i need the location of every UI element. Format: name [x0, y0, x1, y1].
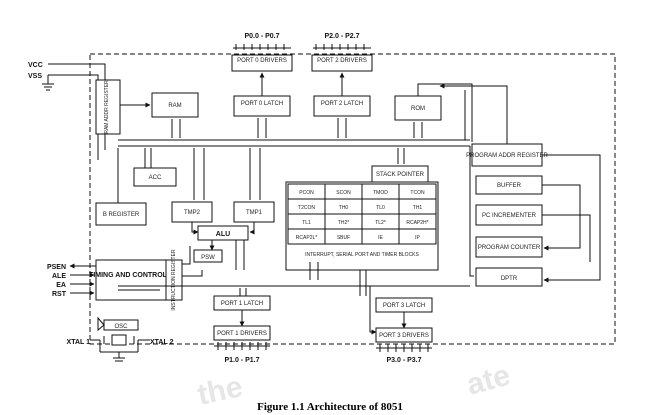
sfr-cell-label: IP — [415, 235, 420, 241]
port2-drivers-block: PORT 2 DRIVERS — [311, 54, 373, 72]
tmp1-block: TMP1 — [233, 201, 275, 223]
sfr-cell-label: TL1 — [302, 220, 311, 226]
p0-pins-label: P0.0 - P0.7 — [244, 33, 279, 40]
tmp2-block: TMP2 — [171, 201, 213, 223]
port3-latch-block: PORT 3 LATCH — [375, 297, 433, 313]
sfr-cell-label: SBUF — [337, 235, 350, 241]
sfr-cell — [398, 228, 437, 245]
vcc-label: VCC — [28, 62, 43, 69]
port0-latch-block: PORT 0 LATCH — [233, 95, 291, 117]
program-addr-register-block: PROGRAM ADDR REGISTER — [466, 143, 549, 167]
port3-drivers-block: PORT 3 DRIVERS — [375, 327, 433, 343]
psw-label: PSW — [201, 255, 215, 261]
port0-pins: P0.0 - P0.7 — [233, 33, 291, 50]
sfr-cell-label: SCON — [336, 190, 351, 196]
port0-drivers-label: PORT 0 DRIVERS — [237, 58, 287, 64]
port3-latch-label: PORT 3 LATCH — [383, 303, 425, 309]
acc-block: ACC — [133, 167, 177, 187]
buffer-block: BUFFER — [475, 175, 543, 195]
p2-pins-label: P2.0 - P2.7 — [324, 33, 359, 40]
p1-pins-label: P1.0 - P1.7 — [224, 357, 259, 364]
sfr-cell-label: PCON — [299, 190, 314, 196]
buffer-label: BUFFER — [497, 183, 522, 189]
sfr-cell-label: TH1 — [413, 205, 423, 211]
timing-control-block: TIMING AND CONTROL — [89, 259, 168, 301]
sfr-caption: INTERRUPT, SERIAL PORT AND TIMER BLOCKS — [305, 252, 419, 258]
port1-drivers-block: PORT 1 DRIVERS — [213, 325, 271, 341]
port0-latch-label: PORT 0 LATCH — [241, 101, 283, 107]
port2-pins: P2.0 - P2.7 — [313, 33, 371, 50]
stack-pointer-label: STACK POINTER — [376, 172, 425, 178]
ram-addr-register-block: RAM ADDR REGISTER — [95, 79, 121, 135]
dptr-block: DPTR — [475, 267, 543, 287]
osc-label: OSC — [114, 324, 128, 330]
tmp2-label: TMP2 — [184, 210, 201, 216]
chip-boundary — [89, 53, 616, 345]
rom-block: ROM — [394, 95, 442, 121]
port2-latch-block: PORT 2 LATCH — [313, 95, 371, 117]
sfr-cell-label: TL2* — [375, 220, 386, 226]
sfr-cell-label: RCAP2L* — [296, 235, 317, 241]
control-pin-label: EA — [56, 282, 66, 289]
port1-drivers-label: PORT 1 DRIVERS — [217, 331, 267, 337]
control-pin-label: PSEN — [47, 264, 66, 271]
port2-drivers-label: PORT 2 DRIVERS — [317, 58, 367, 64]
oscillator: OSC XTAL 1 XTAL 2 — [67, 316, 174, 362]
pc-incrementer-label: PC INCREMENTER — [482, 213, 537, 219]
sfr-cell-label: RCAP2H* — [406, 220, 428, 226]
p3-pins-label: P3.0 - P3.7 — [386, 357, 421, 364]
control-pins: PSEN ALE EA RST — [47, 263, 96, 298]
instruction-register-block: INSTRUCTION REGISTER — [165, 249, 183, 311]
b-register-block: B REGISTER — [95, 202, 147, 226]
port1-pins: P1.0 - P1.7 — [214, 342, 270, 364]
acc-label: ACC — [149, 175, 162, 181]
sfr-cell-label: TH2* — [338, 220, 349, 226]
sfr-cell-label: TCON — [410, 190, 425, 196]
sfr-cell-label: TMOD — [373, 190, 388, 196]
instruction-register-label: INSTRUCTION REGISTER — [171, 249, 177, 311]
port0-drivers-block: PORT 0 DRIVERS — [231, 54, 293, 72]
alu-label: ALU — [216, 231, 230, 238]
figure-caption: Figure 1.1 Architecture of 8051 — [257, 401, 403, 413]
sfr-cell-label: T2CON — [298, 205, 315, 211]
ram-addr-register-label: RAM ADDR REGISTER — [104, 80, 110, 134]
xtal1-label: XTAL 1 — [67, 339, 91, 346]
alu-block: ALU — [197, 225, 249, 241]
program-counter-label: PROGRAM COUNTER — [478, 245, 541, 251]
pc-incrementer-block: PC INCREMENTER — [475, 204, 543, 226]
ram-block: RAM — [151, 92, 199, 118]
port3-drivers-label: PORT 3 DRIVERS — [379, 333, 429, 339]
bus-connectors — [144, 118, 423, 170]
watermark: the — [195, 370, 246, 412]
dptr-label: DPTR — [501, 276, 518, 282]
tmp1-label: TMP1 — [246, 210, 263, 216]
program-addr-register-label: PROGRAM ADDR REGISTER — [466, 153, 548, 159]
port2-latch-label: PORT 2 LATCH — [321, 101, 363, 107]
supply-lines: VCC VSS — [28, 62, 106, 160]
sfr-cell-label: IE — [378, 235, 383, 241]
control-pin-label: RST — [52, 291, 67, 298]
program-counter-block: PROGRAM COUNTER — [475, 236, 543, 258]
control-pin-label: ALE — [52, 273, 66, 280]
xtal2-label: XTAL 2 — [150, 339, 174, 346]
sfr-cell-label: TH0 — [339, 205, 349, 211]
rom-label: ROM — [411, 106, 425, 112]
sfr-cell-label: TL0 — [376, 205, 385, 211]
stack-pointer-block: STACK POINTER — [371, 165, 429, 183]
watermark: ate — [463, 359, 513, 402]
port3-pins: P3.0 - P3.7 — [376, 344, 432, 364]
b-register-label: B REGISTER — [103, 212, 140, 218]
port1-latch-label: PORT 1 LATCH — [221, 301, 263, 307]
vss-label: VSS — [28, 73, 42, 80]
ram-label: RAM — [168, 103, 181, 109]
timing-control-label: TIMING AND CONTROL — [89, 272, 168, 279]
port1-latch-block: PORT 1 LATCH — [213, 295, 271, 311]
psw-block: PSW — [193, 249, 223, 263]
